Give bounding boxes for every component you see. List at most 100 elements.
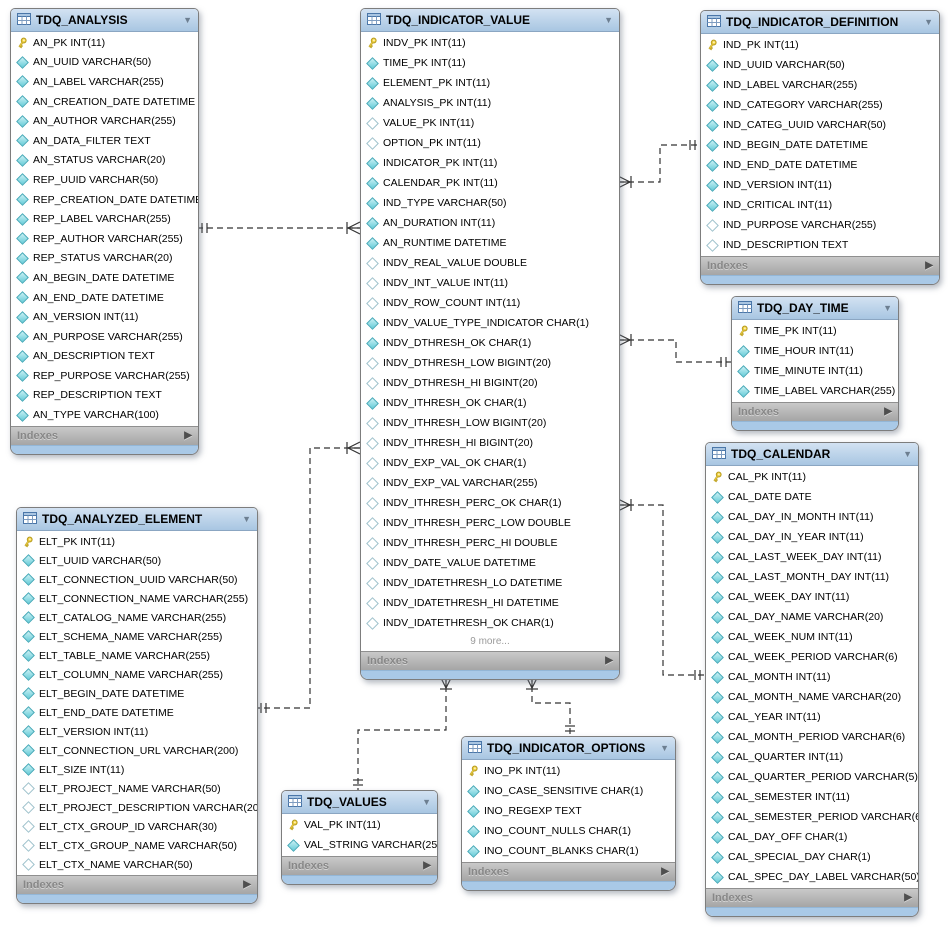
relationship-tdq_analyzed_element-tdq_indicator_value[interactable] xyxy=(256,441,361,713)
column-row[interactable]: INDV_DTHRESH_HI BIGINT(20) xyxy=(361,373,619,393)
column-row[interactable]: ELT_PROJECT_DESCRIPTION VARCHAR(200) xyxy=(17,798,257,817)
column-row[interactable]: CAL_WEEK_PERIOD VARCHAR(6) xyxy=(706,647,918,667)
table-tdq-indicator-definition[interactable]: TDQ_INDICATOR_DEFINITION▼IND_PK INT(11)I… xyxy=(700,10,940,285)
column-row[interactable]: TIME_HOUR INT(11) xyxy=(732,341,898,361)
collapse-caret-icon[interactable]: ▼ xyxy=(604,14,613,25)
column-row[interactable]: REP_LABEL VARCHAR(255) xyxy=(11,209,198,229)
indexes-footer[interactable]: Indexes▶ xyxy=(282,856,437,875)
table-header[interactable]: TDQ_DAY_TIME▼ xyxy=(732,297,898,320)
indexes-footer[interactable]: Indexes▶ xyxy=(732,402,898,421)
collapse-caret-icon[interactable]: ▼ xyxy=(903,448,912,459)
column-row[interactable]: REP_UUID VARCHAR(50) xyxy=(11,170,198,190)
column-row[interactable]: INDV_ROW_COUNT INT(11) xyxy=(361,293,619,313)
column-row[interactable]: INDV_ITHRESH_HI BIGINT(20) xyxy=(361,433,619,453)
column-row[interactable]: INDICATOR_PK INT(11) xyxy=(361,153,619,173)
column-row[interactable]: IND_PK INT(11) xyxy=(701,35,939,55)
column-row[interactable]: IND_CATEGORY VARCHAR(255) xyxy=(701,95,939,115)
column-row[interactable]: AN_STATUS VARCHAR(20) xyxy=(11,151,198,171)
relationship-tdq_values-tdq_indicator_value[interactable] xyxy=(353,675,453,790)
column-row[interactable]: INDV_ITHRESH_PERC_HI DOUBLE xyxy=(361,533,619,553)
indexes-footer[interactable]: Indexes▶ xyxy=(361,651,619,670)
column-row[interactable]: ELT_TABLE_NAME VARCHAR(255) xyxy=(17,646,257,665)
column-row[interactable]: ELT_CONNECTION_NAME VARCHAR(255) xyxy=(17,589,257,608)
column-row[interactable]: INO_PK INT(11) xyxy=(462,761,675,781)
column-row[interactable]: IND_VERSION INT(11) xyxy=(701,175,939,195)
collapse-caret-icon[interactable]: ▼ xyxy=(183,14,192,25)
collapse-caret-icon[interactable]: ▼ xyxy=(242,513,251,524)
column-row[interactable]: IND_DESCRIPTION TEXT xyxy=(701,235,939,255)
column-row[interactable]: CAL_DAY_NAME VARCHAR(20) xyxy=(706,607,918,627)
collapse-caret-icon[interactable]: ▼ xyxy=(660,742,669,753)
column-row[interactable]: IND_CATEG_UUID VARCHAR(50) xyxy=(701,115,939,135)
column-row[interactable]: INDV_EXP_VAL_OK CHAR(1) xyxy=(361,453,619,473)
column-row[interactable]: CAL_MONTH_PERIOD VARCHAR(6) xyxy=(706,727,918,747)
column-row[interactable]: OPTION_PK INT(11) xyxy=(361,133,619,153)
column-row[interactable]: VAL_STRING VARCHAR(255) xyxy=(282,835,437,855)
column-row[interactable]: AN_CREATION_DATE DATETIME xyxy=(11,92,198,112)
column-row[interactable]: INO_CASE_SENSITIVE CHAR(1) xyxy=(462,781,675,801)
column-row[interactable]: INDV_IDATETHRESH_OK CHAR(1) xyxy=(361,613,619,633)
indexes-footer[interactable]: Indexes▶ xyxy=(11,425,198,445)
column-row[interactable]: CAL_LAST_MONTH_DAY INT(11) xyxy=(706,567,918,587)
column-row[interactable]: AN_RUNTIME DATETIME xyxy=(361,233,619,253)
column-row[interactable]: REP_AUTHOR VARCHAR(255) xyxy=(11,229,198,249)
relationship-tdq_indicator_definition-tdq_indicator_value[interactable] xyxy=(617,140,700,189)
indexes-expand-icon[interactable]: ▶ xyxy=(661,866,669,877)
column-row[interactable]: INDV_IDATETHRESH_HI DATETIME xyxy=(361,593,619,613)
column-row[interactable]: AN_PK INT(11) xyxy=(11,33,198,53)
indexes-footer[interactable]: Indexes▶ xyxy=(462,862,675,881)
column-row[interactable]: ELT_CATALOG_NAME VARCHAR(255) xyxy=(17,608,257,627)
column-row[interactable]: CAL_MONTH INT(11) xyxy=(706,667,918,687)
column-row[interactable]: AN_TYPE VARCHAR(100) xyxy=(11,405,198,425)
relationship-line[interactable] xyxy=(618,339,731,363)
column-row[interactable]: ELT_END_DATE DATETIME xyxy=(17,703,257,722)
column-row[interactable]: TIME_MINUTE INT(11) xyxy=(732,361,898,381)
relationship-tdq_day_time-tdq_indicator_value[interactable] xyxy=(617,333,731,367)
column-row[interactable]: ELT_CTX_GROUP_NAME VARCHAR(50) xyxy=(17,836,257,855)
column-row[interactable]: INDV_PK INT(11) xyxy=(361,33,619,53)
column-row[interactable]: INDV_ITHRESH_LOW BIGINT(20) xyxy=(361,413,619,433)
column-row[interactable]: IND_UUID VARCHAR(50) xyxy=(701,55,939,75)
column-row[interactable]: INO_REGEXP TEXT xyxy=(462,801,675,821)
column-row[interactable]: IND_CRITICAL INT(11) xyxy=(701,195,939,215)
column-row[interactable]: AN_DATA_FILTER TEXT xyxy=(11,131,198,151)
column-row[interactable]: IND_END_DATE DATETIME xyxy=(701,155,939,175)
relationship-line[interactable] xyxy=(618,504,705,676)
column-row[interactable]: CAL_SEMESTER_PERIOD VARCHAR(6) xyxy=(706,807,918,827)
column-row[interactable]: AN_DURATION INT(11) xyxy=(361,213,619,233)
column-row[interactable]: CAL_PK INT(11) xyxy=(706,467,918,487)
column-row[interactable]: ELT_UUID VARCHAR(50) xyxy=(17,551,257,570)
column-row[interactable]: ELT_SCHEMA_NAME VARCHAR(255) xyxy=(17,627,257,646)
indexes-expand-icon[interactable]: ▶ xyxy=(184,429,192,441)
relationship-line[interactable] xyxy=(531,676,571,736)
indexes-expand-icon[interactable]: ▶ xyxy=(243,879,251,890)
indexes-expand-icon[interactable]: ▶ xyxy=(925,260,933,271)
column-row[interactable]: IND_BEGIN_DATE DATETIME xyxy=(701,135,939,155)
column-row[interactable]: CAL_QUARTER INT(11) xyxy=(706,747,918,767)
column-row[interactable]: ELT_CONNECTION_URL VARCHAR(200) xyxy=(17,741,257,760)
column-row[interactable]: AN_LABEL VARCHAR(255) xyxy=(11,72,198,92)
column-row[interactable]: CAL_DAY_IN_YEAR INT(11) xyxy=(706,527,918,547)
indexes-footer[interactable]: Indexes▶ xyxy=(17,875,257,894)
column-row[interactable]: CAL_WEEK_NUM INT(11) xyxy=(706,627,918,647)
column-row[interactable]: CAL_SEMESTER INT(11) xyxy=(706,787,918,807)
column-row[interactable]: INDV_DTHRESH_OK CHAR(1) xyxy=(361,333,619,353)
table-tdq-calendar[interactable]: TDQ_CALENDAR▼CAL_PK INT(11)CAL_DATE DATE… xyxy=(705,442,919,917)
column-row[interactable]: CAL_YEAR INT(11) xyxy=(706,707,918,727)
relationship-line[interactable] xyxy=(357,676,447,790)
relationship-line[interactable] xyxy=(618,144,700,183)
column-row[interactable]: REP_CREATION_DATE DATETIME xyxy=(11,190,198,210)
collapse-caret-icon[interactable]: ▼ xyxy=(883,302,892,313)
column-row[interactable]: CALENDAR_PK INT(11) xyxy=(361,173,619,193)
indexes-footer[interactable]: Indexes▶ xyxy=(701,256,939,275)
indexes-expand-icon[interactable]: ▶ xyxy=(423,860,431,871)
column-row[interactable]: TIME_PK INT(11) xyxy=(361,53,619,73)
column-row[interactable]: ELEMENT_PK INT(11) xyxy=(361,73,619,93)
table-tdq-indicator-value[interactable]: TDQ_INDICATOR_VALUE▼INDV_PK INT(11)TIME_… xyxy=(360,8,620,680)
column-row[interactable]: IND_PURPOSE VARCHAR(255) xyxy=(701,215,939,235)
column-row[interactable]: ELT_CONNECTION_UUID VARCHAR(50) xyxy=(17,570,257,589)
relationship-tdq_indicator_options-tdq_indicator_value[interactable] xyxy=(525,675,575,736)
column-row[interactable]: IND_TYPE VARCHAR(50) xyxy=(361,193,619,213)
column-row[interactable]: ELT_BEGIN_DATE DATETIME xyxy=(17,684,257,703)
table-header[interactable]: TDQ_VALUES▼ xyxy=(282,791,437,814)
